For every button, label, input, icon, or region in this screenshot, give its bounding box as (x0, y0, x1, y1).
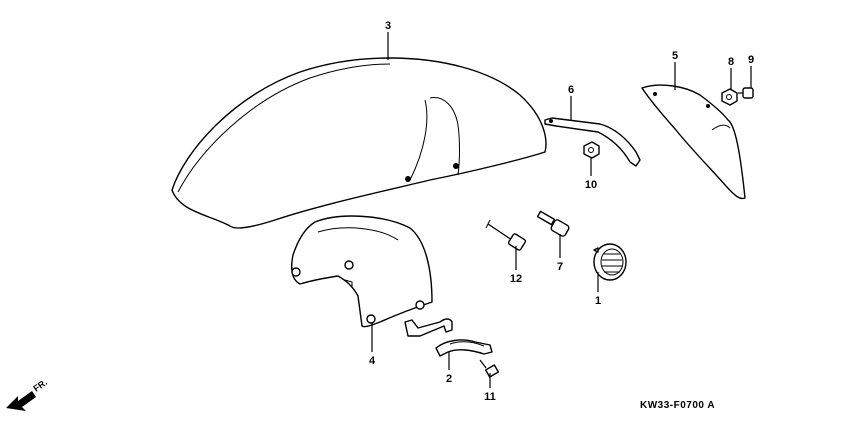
callout-6: 6 (568, 84, 574, 96)
callout-3: 3 (385, 20, 391, 32)
clamp-part-2 (435, 339, 493, 357)
collar-bolt-part-7 (536, 210, 570, 237)
mud-guard-part-5 (641, 84, 746, 200)
front-arrow-icon (6, 391, 36, 411)
callout-5: 5 (672, 50, 678, 62)
callout-labels: 3 6 5 8 9 10 12 7 1 4 2 11 (369, 20, 754, 403)
front-fender-part-3 (171, 57, 547, 229)
callout-2: 2 (446, 373, 452, 385)
nut-part-10 (583, 141, 600, 159)
screw-part-9 (738, 87, 754, 99)
bolt-part-12 (485, 219, 527, 251)
fender-stay-part-4 (291, 215, 433, 328)
leader-lines (371, 32, 752, 388)
nut-part-8 (721, 88, 738, 106)
callout-10: 10 (585, 179, 597, 191)
callout-7: 7 (557, 261, 563, 273)
front-direction-indicator: FR. (6, 377, 49, 411)
bolt-part-11 (479, 359, 500, 378)
callout-12: 12 (510, 273, 522, 285)
callout-11: 11 (484, 391, 496, 403)
callout-4: 4 (369, 355, 376, 367)
callout-9: 9 (748, 54, 754, 66)
drawing-code: KW33-F0700 A (640, 400, 715, 411)
reflector-stay-part-6 (544, 117, 641, 167)
reflector-part-1 (593, 243, 627, 281)
callout-1: 1 (595, 295, 601, 307)
clamp-upper (404, 318, 453, 337)
callout-8: 8 (728, 56, 734, 68)
direction-label: FR. (31, 377, 49, 394)
